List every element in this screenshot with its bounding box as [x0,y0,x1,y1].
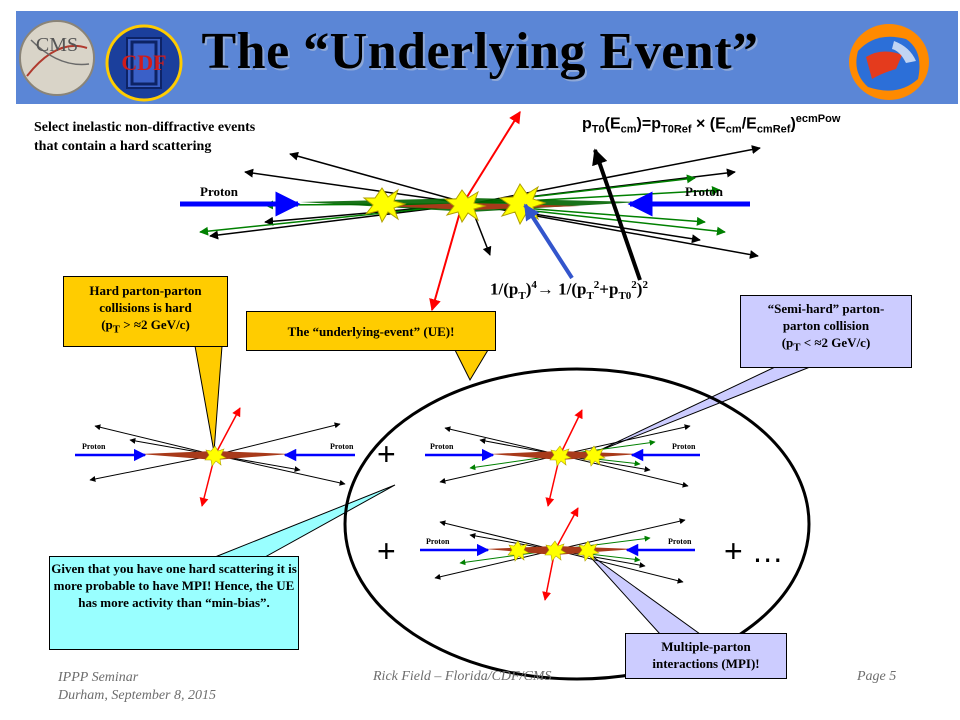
hard-callout-cut: > ≈2 GeV/c) [120,317,190,332]
fm-sub-t0: T0 [618,290,632,303]
hard-callout-line-1: Hard parton-parton [89,283,202,298]
ft-sub-cmref: cmRef [756,123,791,136]
footer-event: IPPP Seminar Durham, September 8, 2015 [58,669,216,705]
ft-sub-cm2: cm [725,123,742,136]
main-event: Proton Proton [180,110,761,312]
plus-sign-1: + [377,436,396,472]
ft-sub-t0ref: T0Ref [660,123,692,136]
left-event: Proton Proton [75,407,355,507]
footer-page-number: Page 5 [857,669,897,684]
cdf-logo-text: CDF [121,50,166,75]
mpi-callout: Multiple-parton interactions (MPI)! [625,633,787,679]
hard-scattering-callout: Hard parton-parton collisions is hard (p… [63,276,228,347]
mpi-probability-callout: Given that you have one hard scattering … [49,556,299,650]
footer-seminar: IPPP Seminar [58,670,139,685]
description-line-2: that contain a hard scattering [34,139,212,154]
ft-ecm-open: (E [604,115,621,133]
ft-sub-cm: cm [620,123,637,136]
mpi-event: Proton Proton [420,507,695,601]
footer-date: Durham, September 8, 2015 [58,688,217,703]
mpi-event-proton-r: Proton [668,537,692,546]
semi-callout-cut: < ≈2 GeV/c) [800,335,871,350]
hard-callout-sub: T [112,323,120,336]
semi-event-proton-r: Proton [672,442,696,451]
semi-event-proton-l: Proton [430,442,454,451]
fm-a: 1/(p [490,279,519,299]
left-event-proton-r: Proton [330,442,354,451]
mpi-event-proton-l: Proton [426,537,450,546]
hard-callout-p: (p [101,317,113,332]
fm-arrow: → 1/(p [536,279,587,299]
fm-sup-4: 4 [531,279,537,291]
fm-d: ) [636,279,643,299]
mpi-ellipse [343,367,811,681]
hard-callout-line-3: (pT > ≈2 GeV/c) [64,316,227,339]
fm-sup-2c: 2 [642,279,648,291]
semi-callout-sub: T [793,341,801,354]
footer-author: Rick Field – Florida/CDF/CMS [373,669,552,684]
mpi-callout-pointer [584,550,702,635]
collision-star [362,183,547,226]
left-event-proton-l: Proton [82,442,106,451]
semi-callout-pointer [595,366,811,453]
ft-sup-pow: ecmPow [795,113,841,125]
semi-hard-callout: “Semi-hard” parton- parton collision (pT… [740,295,912,368]
fm-sub-t2: T [586,290,594,303]
description: Select inelastic non-diffractive events … [34,118,354,156]
hard-callout-line-2: collisions is hard [99,300,192,315]
ft-times: × (E [691,115,726,133]
underlying-event-callout: The “underlying-event” (UE)! [246,311,496,351]
hard-callout-pointer [194,345,223,453]
fm-sup-2a: 2 [593,279,600,291]
cms-logo-text: CMS [36,34,78,56]
semi-callout-line-1: “Semi-hard” parton- [767,301,885,316]
mpi-callout-line-2: interactions (MPI)! [652,656,760,671]
description-line-1: Select inelastic non-diffractive events [34,120,256,135]
semi-hard-event: Proton Proton [425,409,700,507]
semi-callout-line-3: (pT < ≈2 GeV/c) [741,334,911,357]
florida-logo [849,24,929,100]
ft-eq: )=p [636,115,661,133]
pt0-energy-formula: pT0(Ecm)=pT0Ref × (Ecm/EcmRef)ecmPow [582,113,952,136]
cdf-logo: CDF [105,24,183,102]
fm-sub-t: T [518,290,526,303]
ft-close: ) [790,115,796,133]
plus-sign-2: + [377,533,396,569]
plus-ellipsis: + … [724,533,784,569]
mpi-callout-line-1: Multiple-parton [661,639,751,654]
fm-c: +p [599,279,619,299]
cms-logo: CMS [19,20,95,96]
ft-slash: /E [741,115,757,133]
ue-callout-pointer [454,349,489,382]
fm-b: ) [525,279,532,299]
semi-callout-line-2: parton collision [782,318,870,333]
proton-label-left: Proton [200,184,239,199]
proton-label-right: Proton [685,184,724,199]
fm-sup-2b: 2 [631,279,637,291]
given-callout-pointer [214,484,396,558]
ft-p: p [582,115,592,133]
pt-damping-formula: 1/(pT)4→ 1/(pT2+pT02)2 [490,279,648,302]
page-title: The “Underlying Event” [201,23,759,80]
semi-callout-p: (p [781,335,794,350]
ft-sub-t0: T0 [591,123,605,136]
